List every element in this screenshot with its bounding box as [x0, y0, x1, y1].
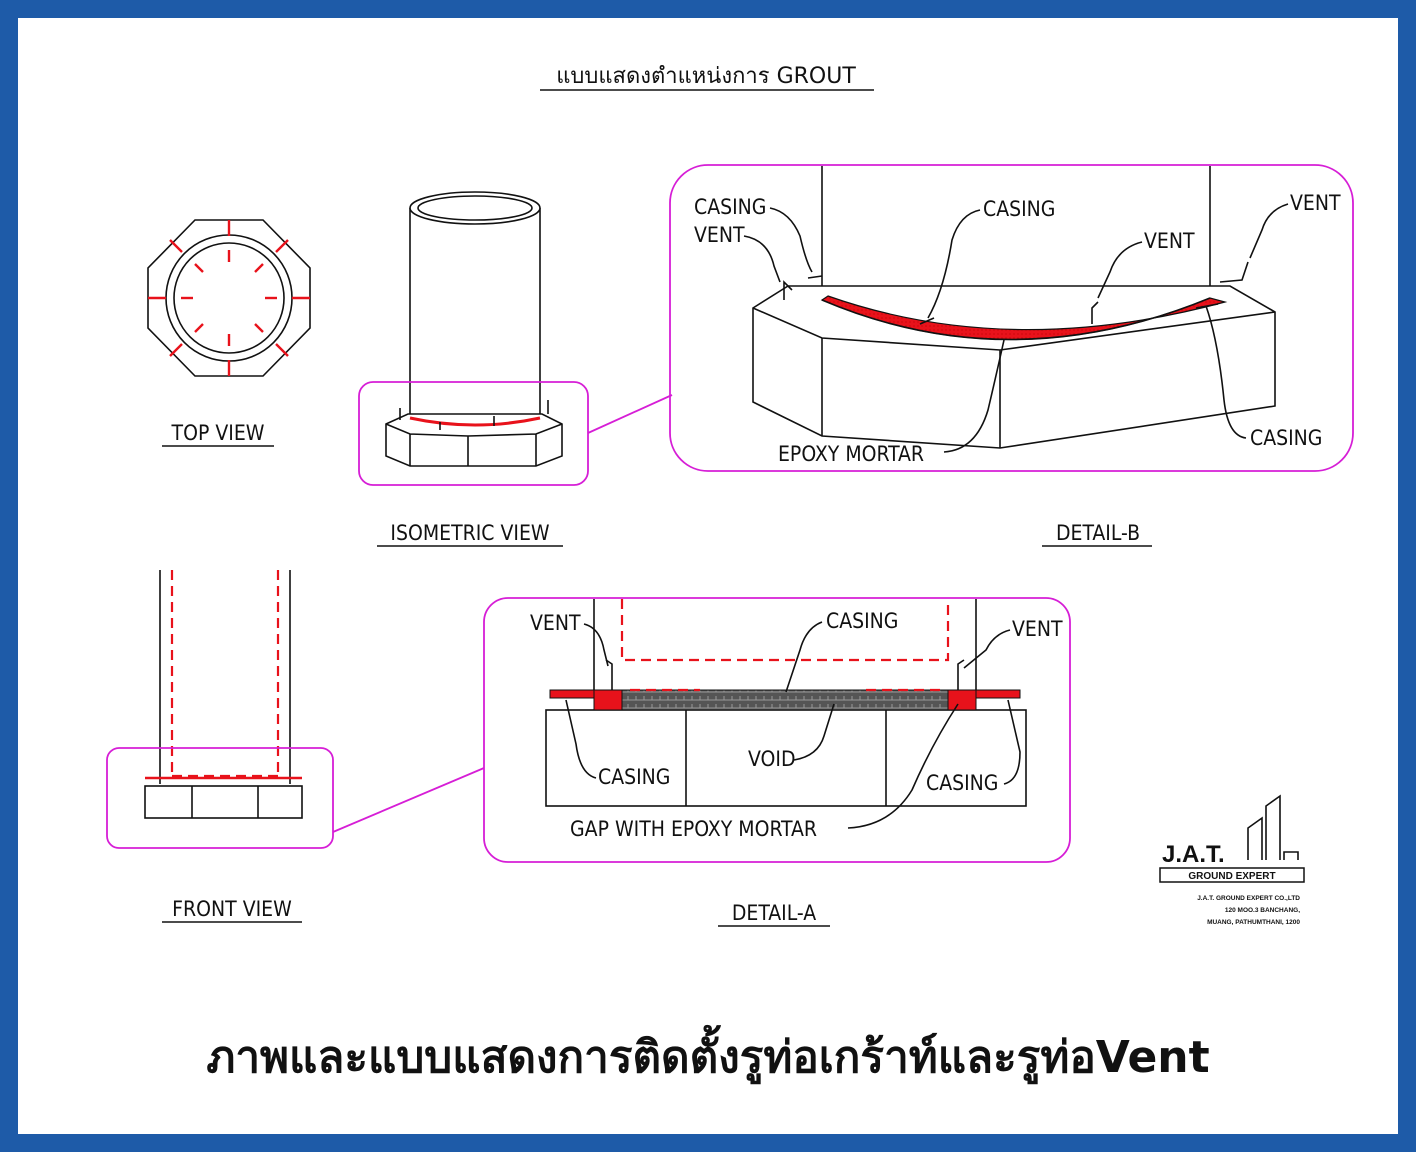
logo-tagline: GROUND EXPERT: [1188, 871, 1275, 882]
detail-b-casing-top-label: CASING: [983, 197, 1055, 221]
detail-b: CASING VENT CASING VENT VENT CASING EPOX…: [669, 164, 1354, 547]
detail-b-vent-right-label: VENT: [1290, 191, 1341, 215]
detail-a-gap-label: GAP WITH EPOXY MORTAR: [570, 817, 817, 841]
detail-b-label: DETAIL-B: [1056, 521, 1140, 545]
top-view: TOP VIEW: [147, 219, 311, 447]
detail-b-connector: [587, 394, 673, 434]
isometric-view: ISOMETRIC VIEW: [358, 191, 589, 547]
detail-b-vent-mid-label: VENT: [1144, 229, 1195, 253]
drawing-title-text: แบบแสดงตำแหน่งการ GROUT: [556, 64, 856, 89]
top-view-label: TOP VIEW: [171, 421, 265, 445]
logo-company: J.A.T. GROUND EXPERT CO.,LTD: [1197, 895, 1300, 902]
detail-a-void-label: VOID: [748, 747, 796, 771]
drawing-title: แบบแสดงตำแหน่งการ GROUT: [540, 64, 874, 91]
logo-address-1: 120 MOO.3 BANCHANG,: [1225, 907, 1300, 914]
detail-a-vent-right-label: VENT: [1012, 617, 1063, 641]
detail-a-vent-left-label: VENT: [530, 611, 581, 635]
detail-a-label: DETAIL-A: [732, 901, 816, 925]
isometric-view-label: ISOMETRIC VIEW: [390, 521, 550, 545]
detail-a-casing-left-label: CASING: [598, 765, 670, 789]
detail-b-casing-vent-label-1: CASING: [694, 195, 766, 219]
detail-a: VENT CASING VENT CASING VOID CASING GAP …: [483, 597, 1071, 927]
detail-a-casing-top-label: CASING: [826, 609, 898, 633]
jat-logo: J.A.T. GROUND EXPERT J.A.T. GROUND EXPER…: [1159, 794, 1305, 926]
caption: ภาพและแบบแสดงการติดตั้งรูท่อเกร้าท์และรู…: [206, 1032, 1210, 1083]
detail-a-connector: [332, 767, 485, 833]
front-view: FRONT VIEW: [106, 570, 334, 923]
logo-name: J.A.T.: [1162, 841, 1225, 868]
detail-b-epoxy-label: EPOXY MORTAR: [778, 442, 924, 466]
detail-a-casing-right-label: CASING: [926, 771, 998, 795]
detail-b-casing-vent-label-2: VENT: [694, 223, 745, 247]
detail-b-casing-right-label: CASING: [1250, 426, 1322, 450]
logo-address-2: MUANG, PATHUMTHANI, 1200: [1207, 919, 1300, 926]
front-view-label: FRONT VIEW: [172, 897, 292, 921]
